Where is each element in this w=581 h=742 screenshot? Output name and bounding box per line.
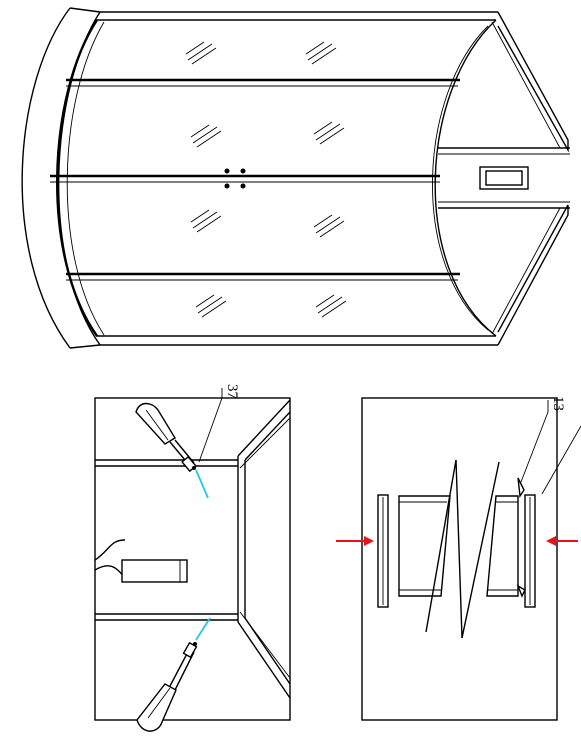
detail-frame-left (94, 397, 291, 721)
door-panel-right (486, 495, 519, 597)
glass-hatch-marks (185, 41, 347, 318)
callout-37: 37 (224, 384, 240, 400)
curved-frame-outer (21, 7, 71, 349)
enclosure-top-view (21, 7, 570, 349)
door-panel-left (398, 495, 451, 597)
leader-second (541, 425, 581, 495)
arrow-right-icon (336, 536, 374, 546)
screw-icon (181, 455, 197, 473)
mounting-holes (224, 168, 246, 189)
curved-frame-inner (58, 11, 101, 346)
callout-13: 13 (550, 396, 566, 411)
break-line (425, 459, 457, 633)
arrow-left-icon (546, 536, 578, 546)
door-wing-bottom (497, 204, 569, 346)
leader-13 (520, 411, 549, 483)
detail-frame-right (361, 397, 558, 721)
door-wing-top (497, 11, 569, 153)
detail-screw-install: 37 (94, 384, 291, 732)
screw-icon (182, 641, 198, 659)
glass-curve-right (434, 19, 497, 337)
handle-detail (121, 559, 188, 583)
detail-strip-install: 13 (336, 396, 581, 721)
leader-37 (198, 397, 223, 463)
screw-path-bottom (195, 617, 211, 641)
screwdriver-icon (135, 402, 195, 467)
screwdriver-icon (136, 647, 195, 732)
screw-path-top (195, 469, 209, 499)
